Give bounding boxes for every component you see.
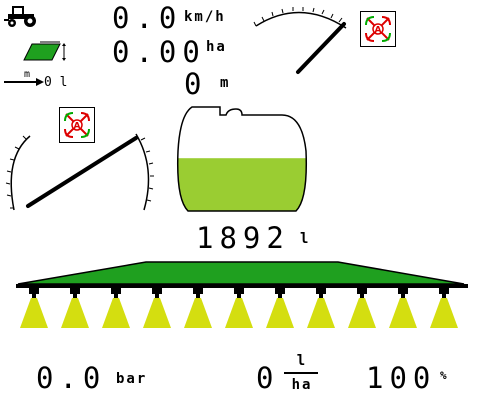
spray-cone bbox=[389, 298, 417, 328]
spray-cone bbox=[61, 298, 89, 328]
speed-gauge-needle bbox=[296, 22, 346, 74]
spray-cone bbox=[143, 298, 171, 328]
nozzle bbox=[20, 288, 48, 328]
svg-text:A: A bbox=[375, 26, 382, 36]
pressure-value: 0.0 bbox=[36, 361, 107, 395]
rate-unit-denominator: ha bbox=[291, 377, 313, 393]
nozzle bbox=[225, 288, 253, 328]
speed-value: 0.0 bbox=[112, 1, 183, 35]
nozzle bbox=[430, 288, 458, 328]
pressure-gauge bbox=[5, 133, 154, 211]
tank-fill bbox=[177, 158, 307, 211]
nozzle bbox=[61, 288, 89, 328]
nozzle bbox=[102, 288, 130, 328]
tank-graphic bbox=[176, 106, 308, 212]
speed-unit: km/h bbox=[184, 9, 226, 25]
spray-cone bbox=[184, 298, 212, 328]
nozzle bbox=[307, 288, 335, 328]
nozzle bbox=[184, 288, 212, 328]
spray-cone bbox=[307, 298, 335, 328]
nozzle bbox=[389, 288, 417, 328]
area-value: 0.00 bbox=[112, 35, 206, 69]
rate-value: 0 bbox=[256, 361, 280, 395]
speed-gauge bbox=[253, 7, 347, 74]
spray-cone bbox=[102, 298, 130, 328]
nozzle bbox=[266, 288, 294, 328]
field-area-icon bbox=[23, 41, 66, 61]
distance-unit: m bbox=[220, 75, 231, 91]
auto-mode-icon[interactable]: A bbox=[360, 11, 396, 47]
svg-text:A: A bbox=[74, 122, 81, 132]
boom-width-value: 0 l bbox=[44, 75, 68, 90]
spray-cone bbox=[20, 298, 48, 328]
pressure-gauge-needle bbox=[26, 136, 138, 208]
nozzle bbox=[143, 288, 171, 328]
boom-graphic bbox=[16, 261, 468, 328]
auto-mode-icon-left[interactable]: A bbox=[59, 107, 95, 143]
tank-volume-value: 1892 bbox=[196, 221, 290, 255]
spray-cone bbox=[225, 298, 253, 328]
percent-value: 100 bbox=[366, 361, 437, 395]
distance-value: 0 bbox=[184, 67, 208, 101]
tank-volume-unit: l bbox=[300, 231, 311, 247]
boom-width-unit: m bbox=[24, 69, 31, 80]
spray-cone bbox=[266, 298, 294, 328]
spray-cone bbox=[430, 298, 458, 328]
tractor-icon bbox=[4, 6, 36, 27]
area-unit: ha bbox=[206, 39, 227, 55]
percent-unit: % bbox=[440, 369, 449, 382]
spray-cone bbox=[348, 298, 376, 328]
boom-width-icon bbox=[4, 78, 44, 86]
nozzle bbox=[348, 288, 376, 328]
rate-unit-numerator: l bbox=[296, 353, 308, 369]
pressure-unit: bar bbox=[116, 371, 148, 387]
rate-unit-divider bbox=[284, 372, 318, 374]
